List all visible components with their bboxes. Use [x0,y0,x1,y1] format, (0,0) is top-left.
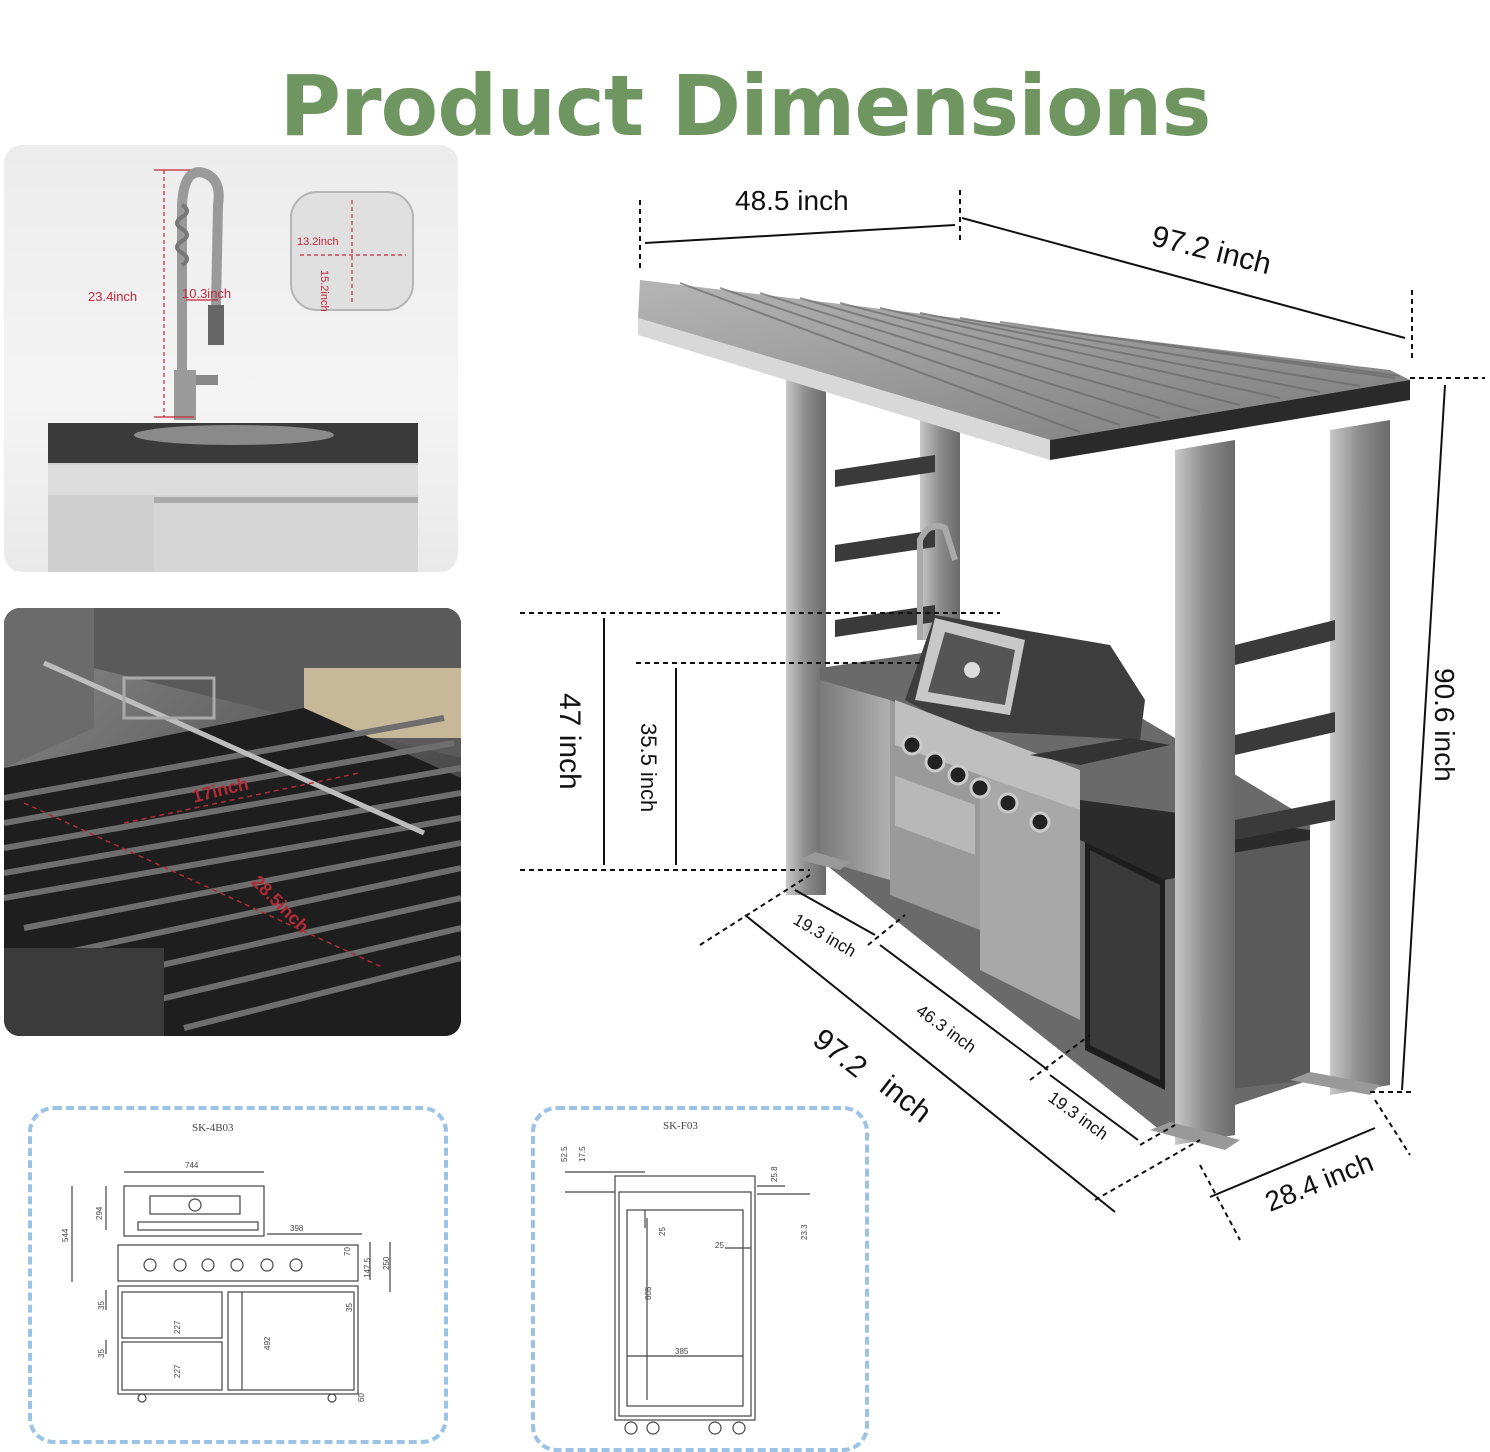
cabinet-depth-left-label: 19.3 inch [790,910,859,961]
front-right-post [1330,420,1390,1095]
page-title: Product Dimensions [279,57,1212,156]
faucet-reach-label: 10.3inch [182,286,232,301]
model-label-4b03: SK-4B03 [192,1122,234,1134]
dim-4b03-4: 70 [343,1247,352,1256]
dim-4b03-8: 227 [173,1320,182,1334]
dim-4b03-5: 147.5 [363,1257,372,1278]
grill-grate-illustration [4,608,461,1036]
dim-f03-7: 385 [675,1347,689,1356]
dim-f03-0: 52.5 [560,1146,569,1162]
dim-4b03-12: 60 [357,1393,366,1402]
front-left-post [1175,440,1235,1145]
faucet-height-label: 23.4inch [88,289,138,304]
total-height-label: 90.6 inch [1429,668,1460,782]
back-left-post [786,375,826,895]
roof-depth-label: 48.5 inch [735,185,849,216]
faucet-sink-panel: 23.4inch 10.3inch 13.2inch 15.2inch [4,145,458,572]
dim-4b03-1: 544 [61,1228,70,1242]
counter-height-label: 35.5 inch [636,723,661,812]
total-length-unit: inch [874,1070,938,1130]
dim-4b03-3: 398 [290,1224,304,1233]
dim-4b03-2: 294 [95,1206,104,1220]
outdoor-kitchen-diagram: 48.5 inch 97.2 inch 90.6 inch 47 inch 35… [520,185,1485,1241]
dim-f03-2: 25.8 [770,1166,779,1182]
dim-4b03-9: 492 [263,1336,272,1350]
dim-f03-4: 25 [658,1227,667,1236]
dim-4b03-7: 35 [97,1301,106,1310]
faucet-illustration [48,167,418,572]
grill-width-label: 46.3 inch [913,1001,980,1057]
counter-tall-height-label: 47 inch [553,693,586,790]
total-length-number: 97.2 [807,1023,873,1085]
dim-4b03-11: 227 [173,1364,182,1378]
dim-4b03-13: 35 [345,1303,354,1312]
dim-4b03-0: 744 [185,1161,199,1170]
roof-length-label: 97.2 inch [1148,220,1274,281]
dim-f03-5: 25 [715,1241,724,1250]
sink-depth-label: 15.2inch [318,270,330,312]
drawing-sk-f03: SK-F03 52.5 17.5 25.8 23.3 25 25 605 385 [531,1106,869,1452]
dim-f03-3: 23.3 [800,1224,809,1240]
sink-width-label: 13.2inch [297,236,339,248]
dim-f03-1: 17.5 [578,1146,587,1162]
dim-4b03-6: 250 [382,1256,391,1270]
dim-f03-6: 605 [644,1286,653,1300]
model-label-f03: SK-F03 [663,1120,698,1132]
drawing-sk-4b03: SK-4B03 744 544 2 [28,1106,448,1444]
base-depth-label: 28.4 inch [1261,1146,1378,1217]
grill-cabinet-drawing: 744 544 294 398 70 147.5 250 35 227 492 … [61,1161,391,1403]
dim-4b03-10: 35 [97,1349,106,1358]
grill-grate-panel: 17inch 28.5inch [4,608,461,1036]
fridge-cabinet-drawing: 52.5 17.5 25.8 23.3 25 25 605 385 [560,1146,810,1435]
